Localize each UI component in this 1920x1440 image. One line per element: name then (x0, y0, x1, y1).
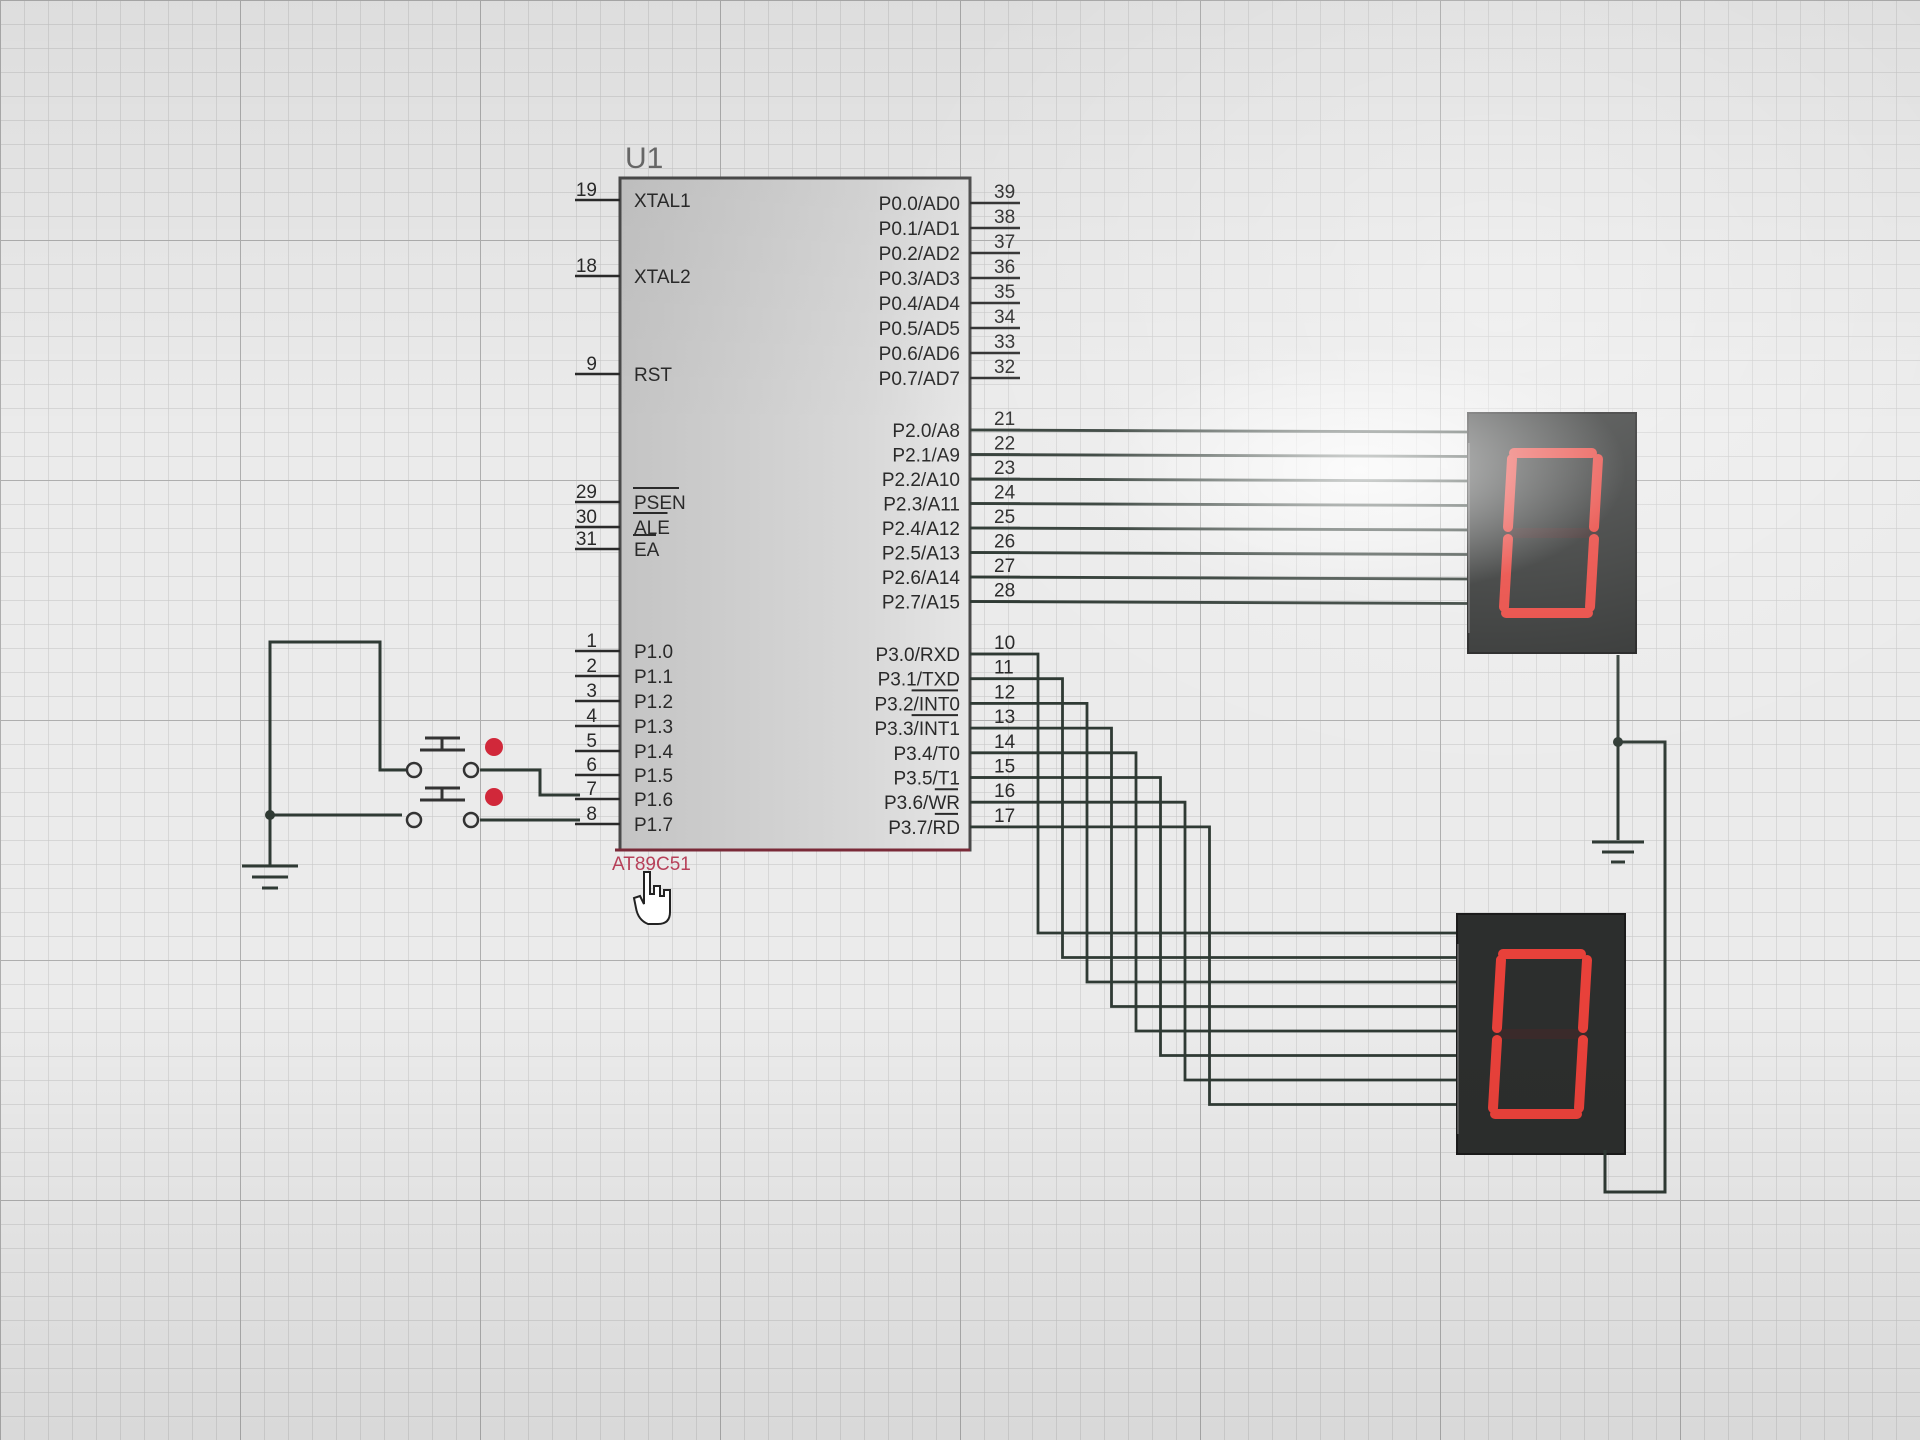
segment-c (1585, 534, 1599, 612)
mcu-pin-label: P1.1 (634, 667, 673, 688)
mcu-pin-label: P3.7/RD (888, 818, 960, 839)
mcu-pin-number: 13 (994, 707, 1015, 728)
mcu-pin-number: 27 (994, 556, 1015, 577)
mcu-pin-number: 12 (994, 682, 1015, 703)
mcu-pin-label: P3.2/INT0 (874, 694, 960, 715)
mcu-pin-number: 39 (994, 182, 1015, 203)
mcu-pin-label: P0.2/AD2 (879, 244, 960, 265)
mcu-pin-number: 14 (994, 732, 1016, 753)
mcu-pin-label: P2.6/A14 (882, 568, 961, 589)
segment-e (1499, 534, 1513, 612)
mcu-pin-label: P1.2 (634, 692, 673, 713)
mcu-pin-number: 31 (576, 529, 597, 550)
mcu-u1[interactable]: U1 19XTAL118XTAL29RST29PSEN30ALE31EA1P1.… (575, 142, 1020, 875)
mcu-pin-number: 24 (994, 483, 1016, 504)
mcu-pin-number: 7 (586, 779, 597, 800)
mcu-pin-number: 26 (994, 532, 1015, 553)
mcu-pin-label: P2.4/A12 (882, 519, 960, 540)
mcu-pin-label: P0.4/AD4 (879, 294, 961, 315)
mcu-pin-label: P1.6 (634, 790, 673, 811)
mcu-pin-label: RST (634, 365, 672, 386)
mcu-pin-number: 1 (586, 631, 597, 652)
mcu-pin-label: P0.7/AD7 (879, 369, 960, 390)
button-1-state-icon[interactable] (485, 738, 503, 756)
segment-b (1589, 454, 1603, 532)
mcu-pin-number: 9 (586, 354, 597, 375)
mcu-pin-label: P0.5/AD5 (879, 319, 960, 340)
mcu-pin-label: XTAL2 (634, 267, 691, 288)
mcu-pin-number: 11 (994, 658, 1014, 679)
mcu-pin-number: 22 (994, 434, 1015, 455)
mcu-pin-label: P2.7/A15 (882, 593, 960, 614)
mcu-pin-number: 32 (994, 357, 1015, 378)
mcu-pin-number: 18 (576, 256, 597, 277)
mcu-pin-label: P1.0 (634, 642, 673, 663)
mcu-pin-label: P3.1/TXD (878, 670, 960, 691)
segment-f (1492, 955, 1506, 1033)
segment-c (1574, 1035, 1588, 1113)
mcu-pin-label: P3.4/T0 (893, 744, 960, 765)
mcu-pin-label: P2.5/A13 (882, 544, 960, 565)
button-2-state-icon[interactable] (485, 788, 503, 806)
mcu-pin-label: P3.0/RXD (876, 645, 960, 666)
mcu-pin-number: 34 (994, 307, 1016, 328)
mcu-pin-label: P1.4 (634, 742, 674, 763)
mcu-pin-label: P1.7 (634, 815, 673, 836)
mcu-pin-label: P0.6/AD6 (879, 344, 960, 365)
mcu-ref-label: U1 (625, 142, 663, 175)
mcu-pin-number: 33 (994, 332, 1015, 353)
mcu-pin-number: 36 (994, 257, 1015, 278)
wire-p2-1 (969, 453, 1471, 458)
wire-p2-3 (969, 502, 1471, 507)
mcu-pin-number: 29 (576, 482, 597, 503)
mcu-pin-number: 23 (994, 458, 1015, 479)
mcu-pin-number: 38 (994, 207, 1015, 228)
mcu-pin-label: P2.2/A10 (882, 470, 960, 491)
segment-e (1488, 1035, 1502, 1113)
mcu-pin-label: P3.6/WR (884, 793, 960, 814)
mcu-pin-number: 19 (576, 180, 597, 201)
mcu-pin-label: P2.0/A8 (892, 421, 960, 442)
mcu-pin-number: 28 (994, 581, 1015, 602)
wire-p2-2 (969, 477, 1471, 483)
mcu-pin-label: P1.3 (634, 717, 673, 738)
junction-dot (1613, 737, 1623, 747)
mcu-pin-number: 5 (586, 731, 597, 752)
mcu-pin-label: EA (634, 540, 660, 561)
junction-dot-left (265, 810, 275, 820)
mcu-pin-label: P0.1/AD1 (879, 219, 960, 240)
mcu-pin-number: 25 (994, 507, 1015, 528)
mcu-pin-label: P0.0/AD0 (879, 194, 960, 215)
mcu-pin-label: P2.3/A11 (883, 495, 960, 516)
mcu-pin-label: P3.3/INT1 (874, 719, 960, 740)
mcu-pin-number: 21 (994, 409, 1015, 430)
mcu-pin-number: 30 (576, 507, 597, 528)
seven-segment-display-1[interactable] (1467, 412, 1637, 654)
mcu-pin-label: PSEN (634, 493, 686, 514)
mcu-pin-label: P2.1/A9 (892, 446, 960, 467)
segment-f (1503, 454, 1517, 532)
mcu-pin-number: 4 (586, 706, 597, 727)
mcu-pin-number: 8 (586, 804, 597, 825)
mcu-pin-number: 10 (994, 633, 1015, 654)
mcu-pin-number: 17 (994, 806, 1015, 827)
seven-segment-display-2[interactable] (1456, 913, 1626, 1155)
wire-p2-0 (969, 428, 1471, 434)
mcu-pin-number: 16 (994, 781, 1015, 802)
mcu-pin-number: 35 (994, 282, 1015, 303)
mcu-pin-number: 2 (586, 656, 597, 677)
segment-b (1578, 955, 1592, 1033)
mcu-pin-label: XTAL1 (634, 191, 691, 212)
mcu-pin-label: P1.5 (634, 766, 673, 787)
mcu-pin-number: 6 (586, 755, 597, 776)
mcu-pin-number: 37 (994, 232, 1015, 253)
mcu-pin-label: P3.5/T1 (893, 769, 960, 790)
mcu-pin-label: P0.3/AD3 (879, 269, 960, 290)
mcu-pin-number: 15 (994, 757, 1015, 778)
mcu-part-label: AT89C51 (612, 854, 691, 875)
mcu-pin-number: 3 (586, 681, 597, 702)
